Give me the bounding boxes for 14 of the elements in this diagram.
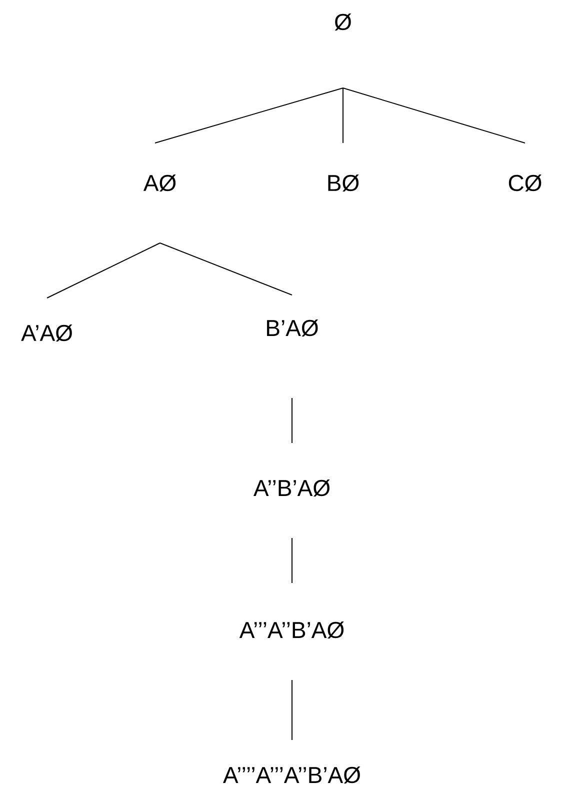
tree-branch-line — [342, 88, 344, 144]
tree-node-label: Ø — [334, 13, 352, 31]
tree-node-label: A’’’A’’B’AØ — [239, 621, 344, 639]
tree-node-label: BØ — [328, 174, 359, 192]
tree-branch-line — [160, 242, 292, 296]
tree-node-label: A’’’’A’’’A’’B’AØ — [223, 766, 360, 784]
tree-branch-line — [46, 242, 160, 298]
tree-branch-line — [154, 88, 344, 144]
tree-node-label: A’AØ — [21, 324, 72, 342]
tree-node-label: CØ — [508, 174, 542, 192]
tree-node-label: A’’B’AØ — [254, 479, 330, 497]
tree-branch-line — [342, 88, 526, 144]
tree-node-label: B’AØ — [267, 319, 318, 337]
tree-node-label: AØ — [143, 174, 176, 192]
